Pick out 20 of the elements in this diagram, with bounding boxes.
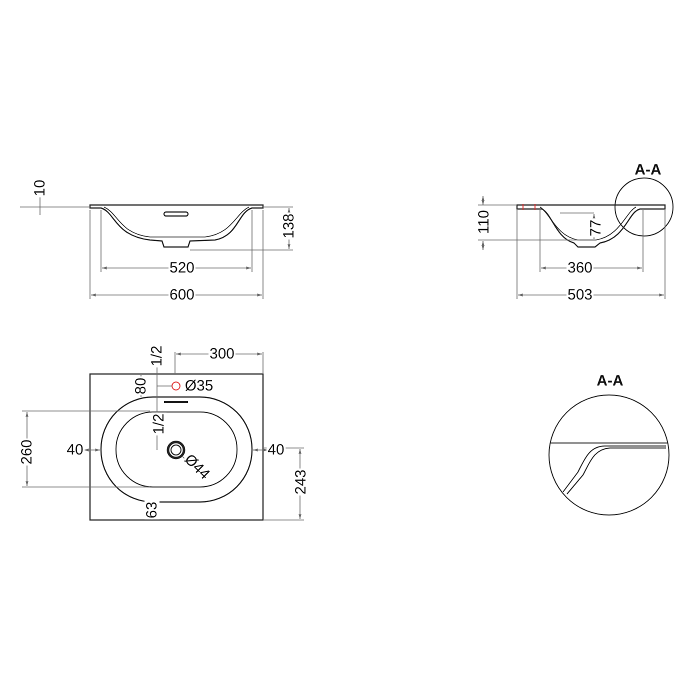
dimension-label: 260	[20, 438, 34, 466]
dimension-label: 503	[566, 288, 594, 302]
dimension-label: 1/2	[152, 412, 166, 436]
dimension-label: 138	[282, 212, 296, 240]
dimension-label: 63	[144, 500, 160, 520]
dimension-label: 243	[294, 468, 308, 496]
dimension-label: 40	[66, 442, 84, 458]
dimension-label: 10	[32, 178, 48, 198]
dimension-label: A-A	[634, 162, 662, 178]
dimension-label: 110	[476, 209, 492, 235]
dimension-label: 360	[566, 260, 594, 276]
dimension-label: 1/2	[150, 344, 164, 368]
dimension-label: 80	[134, 376, 148, 396]
dimension-label: 520	[168, 260, 196, 276]
dimension-label: Ø35	[184, 378, 214, 394]
dimension-label: 600	[168, 288, 196, 302]
dimension-label: 40	[266, 442, 286, 458]
dimension-label: 300	[208, 346, 236, 362]
dimension-label: 77	[588, 218, 604, 238]
dimension-label: A-A	[596, 374, 624, 388]
